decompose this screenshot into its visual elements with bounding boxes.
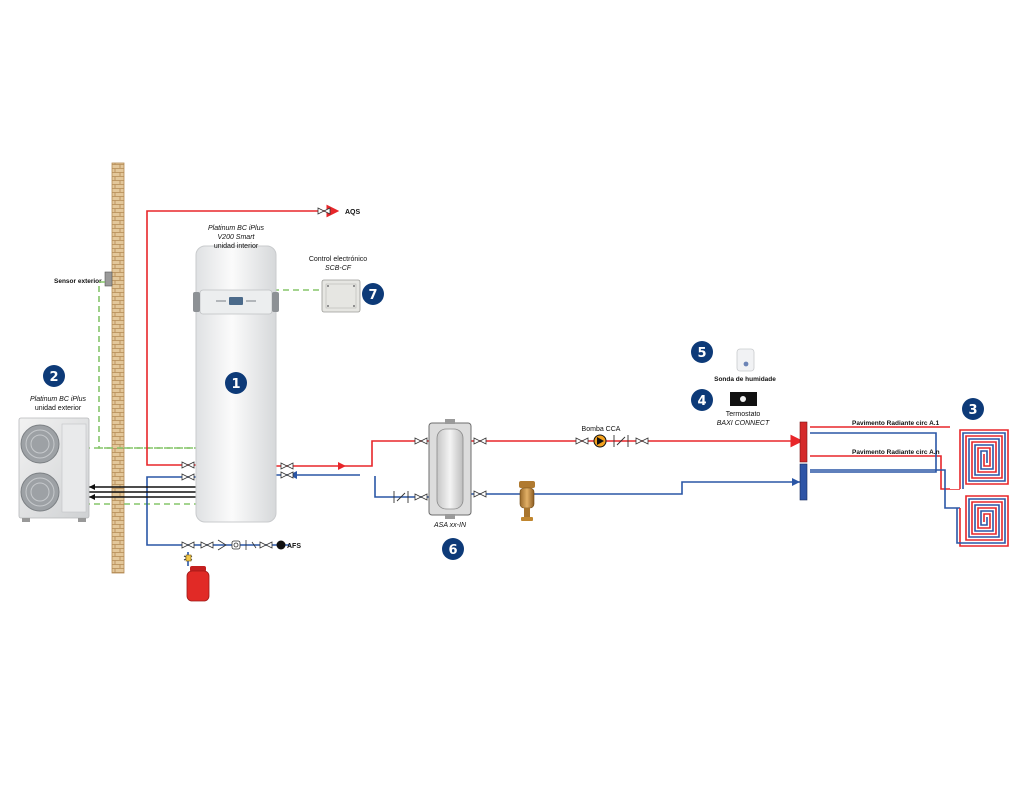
outdoor-sensor <box>104 271 113 287</box>
floor-loop-a1 <box>950 426 1010 489</box>
svg-text:5: 5 <box>697 346 706 361</box>
flow-arrow-hot <box>338 462 346 470</box>
tank-label: ASA xx-IN <box>433 522 467 529</box>
thermostat <box>730 392 757 406</box>
circuit-a1-label: Pavimento Radiante circ A.1 <box>852 420 940 427</box>
valve-cold-in <box>181 473 195 481</box>
storage-tank <box>428 419 472 519</box>
check-valve-pump <box>613 435 629 447</box>
svg-text:1: 1 <box>231 377 240 392</box>
outdoor-unit-name-line1: Platinum BC iPlus <box>30 396 87 403</box>
refrigerant-lines <box>88 486 197 498</box>
flow-arrow-manifold-hot <box>794 437 802 445</box>
control-wiring <box>84 281 322 505</box>
badge-5: 5 <box>691 341 713 363</box>
valve-tank-cold-out <box>473 490 487 498</box>
expansion-vessel <box>183 552 210 602</box>
svg-text:2: 2 <box>49 370 58 385</box>
manifold-supply <box>799 421 808 463</box>
cold-water-pipes <box>146 432 960 546</box>
valve-tank-hot-out <box>473 437 487 445</box>
exterior-wall <box>111 162 125 574</box>
indoor-unit-name-line2: V200 Smart <box>218 234 256 241</box>
humidity-probe <box>736 348 755 372</box>
valves <box>181 207 649 549</box>
valve-pump-in <box>575 437 589 445</box>
aqs-label: AQS <box>345 209 361 216</box>
badge-7: 7 <box>362 283 384 305</box>
svg-text:7: 7 <box>368 288 377 303</box>
badge-2: 2 <box>43 365 65 387</box>
flow-arrow-return <box>792 478 800 486</box>
indoor-unit-name-line3: unidad interior <box>214 243 259 250</box>
outdoor-unit <box>18 417 90 522</box>
valve-hot-in <box>181 461 195 469</box>
control-box <box>321 279 361 313</box>
mixing-valve <box>519 481 535 521</box>
badge-6: 6 <box>442 538 464 560</box>
thermostat-name-line1: Termostato <box>726 411 761 418</box>
pump-label: Bomba CCA <box>582 426 621 433</box>
humidity-probe-label: Sonda de humidade <box>714 376 776 383</box>
valve-tank-cold-in <box>414 493 428 501</box>
svg-text:6: 6 <box>448 543 457 558</box>
badge-1: 1 <box>225 372 247 394</box>
valve-hot-out <box>280 462 294 470</box>
afs-label: AFS <box>287 543 301 550</box>
valve-afs-2 <box>200 541 214 549</box>
valve-afs-3 <box>259 541 273 549</box>
afs-fittings <box>217 539 257 551</box>
hot-water-pipes <box>146 204 960 490</box>
sensor-exterior-label: Sensor exterior <box>54 278 102 285</box>
svg-text:4: 4 <box>697 394 706 409</box>
badge-3: 3 <box>962 398 984 420</box>
svg-text:3: 3 <box>968 403 977 418</box>
control-name-line2: SCB-CF <box>325 265 352 272</box>
valve-aqs <box>317 207 331 215</box>
control-name-line1: Control electrónico <box>309 256 367 263</box>
manifold-return <box>799 463 808 501</box>
valve-tank-hot-in <box>414 437 428 445</box>
badge-4: 4 <box>691 389 713 411</box>
valve-cold-out <box>280 471 294 479</box>
indoor-unit-name-line1: Platinum BC iPlus <box>208 225 265 232</box>
refrigerant-arrow-2 <box>89 494 95 500</box>
check-valve-tank <box>393 491 409 503</box>
circuit-an-label: Pavimento Radiante circ A.n <box>852 449 940 456</box>
dhw-pump <box>593 434 607 448</box>
outdoor-unit-name-line2: unidad exterior <box>35 405 82 412</box>
afs-inlet-icon <box>276 540 286 550</box>
valve-afs-1 <box>181 541 195 549</box>
floor-loop-an <box>956 495 1009 547</box>
thermostat-name-line2: BAXI CONNECT <box>717 420 770 427</box>
refrigerant-arrow-1 <box>89 484 95 490</box>
valve-pump-out <box>635 437 649 445</box>
